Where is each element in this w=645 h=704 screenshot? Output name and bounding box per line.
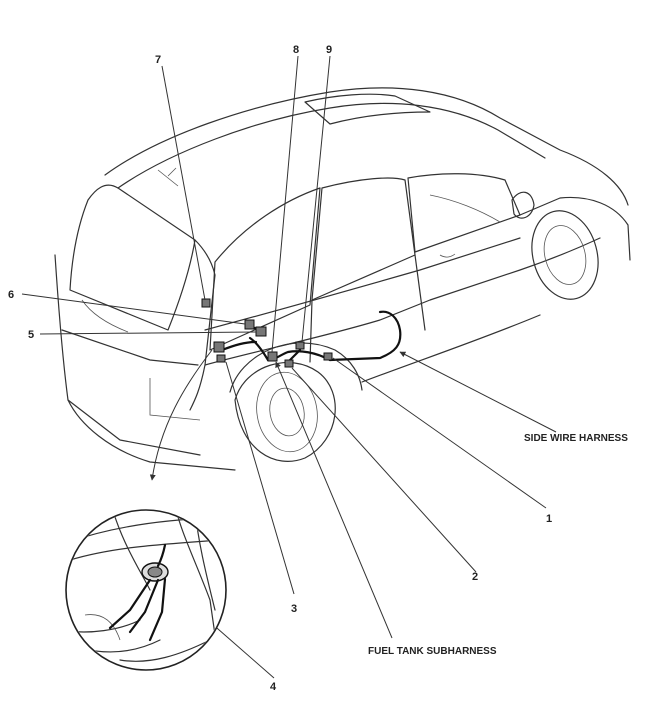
leader-2	[291, 367, 477, 573]
connector-5	[255, 326, 267, 337]
detail-arrow	[149, 349, 213, 481]
leader-side-wire-harness	[399, 351, 557, 433]
connector-6	[244, 319, 255, 330]
leader-1	[332, 357, 547, 509]
callout-6: 6	[8, 289, 14, 301]
connector-9	[295, 341, 305, 350]
leader-9	[301, 55, 331, 343]
leader-3	[225, 361, 295, 595]
leader-5	[39, 331, 257, 335]
callout-7: 7	[155, 54, 161, 66]
detail-view	[65, 509, 227, 671]
callout-2: 2	[472, 571, 478, 583]
connector-8	[267, 351, 278, 362]
callout-1: 1	[546, 513, 552, 525]
leader-8	[271, 55, 299, 353]
callout-numbers: 7 8 9 6 5 3 2 1 4	[8, 44, 552, 693]
side-wire-harness	[328, 310, 402, 362]
caption-side-wire-harness: SIDE WIRE HARNESS	[524, 433, 628, 444]
callout-8: 8	[293, 44, 299, 56]
leader-6	[21, 293, 246, 325]
connectors	[201, 298, 333, 368]
leader-7	[161, 65, 206, 301]
callout-9: 9	[326, 44, 332, 56]
leader-fuel-tank-subharness	[275, 361, 393, 639]
caption-fuel-tank-subharness: FUEL TANK SUBHARNESS	[368, 646, 497, 657]
callout-3: 3	[291, 603, 297, 615]
callout-4: 4	[270, 681, 277, 693]
connector-2	[284, 359, 294, 368]
vehicle-outline	[54, 87, 631, 471]
leader-lines	[21, 55, 557, 679]
callout-5: 5	[28, 329, 34, 341]
captions: SIDE WIRE HARNESS FUEL TANK SUBHARNESS	[368, 433, 628, 657]
connector-1	[323, 352, 333, 361]
connector-3	[216, 354, 226, 363]
connector-4	[213, 341, 225, 353]
connector-7	[201, 298, 211, 308]
